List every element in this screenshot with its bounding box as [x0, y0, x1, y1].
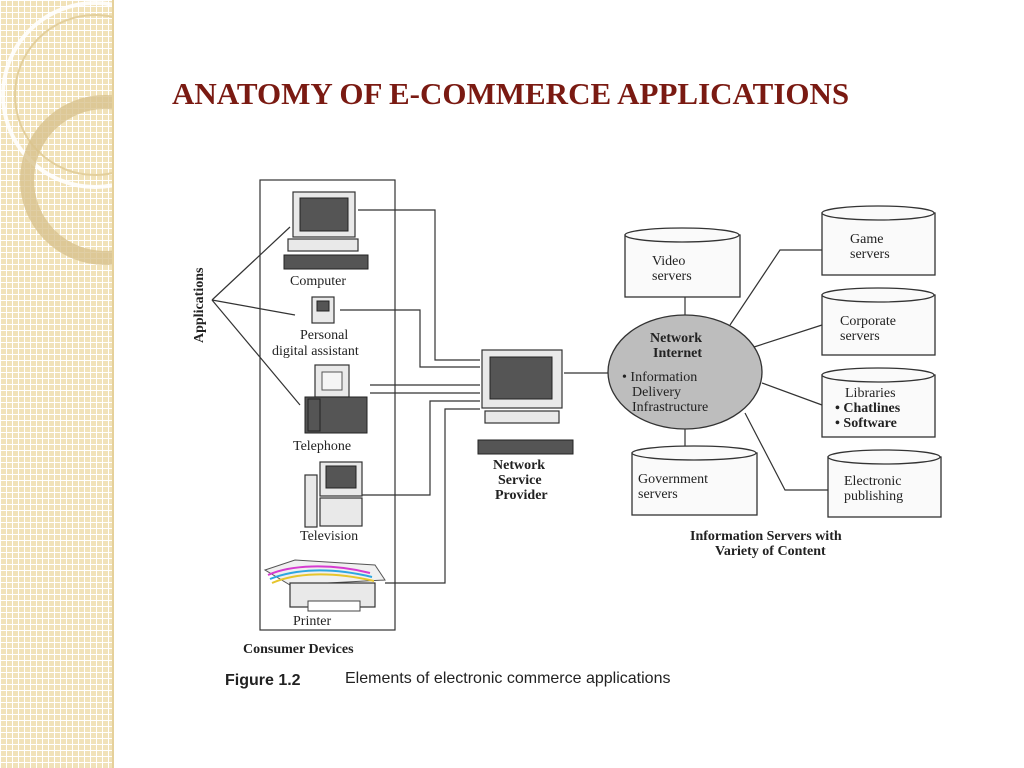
decorative-side-panel [0, 0, 114, 768]
corporate-servers-node: Corporate servers [821, 287, 936, 356]
network-label-line2: Internet [653, 346, 702, 361]
printer-icon [263, 559, 386, 612]
libraries-node: Libraries • Chatlines • Software [821, 367, 936, 438]
consumer-devices-label: Consumer Devices [243, 642, 354, 657]
computer-label: Computer [290, 274, 346, 289]
consumer-devices-enclosure [259, 179, 396, 631]
svg-text:Libraries: Libraries [845, 386, 896, 401]
government-servers-node: Government servers [631, 445, 758, 516]
slide-title: ANATOMY OF E-COMMERCE APPLICATIONS [172, 76, 850, 111]
information-servers-label-line2: Variety of Content [715, 544, 826, 559]
svg-text:servers: servers [652, 269, 692, 284]
figure-number: Figure 1.2 [225, 672, 301, 689]
network-label-line3: • Information [622, 370, 697, 385]
telephone-label: Telephone [293, 439, 351, 454]
svg-text:Corporate: Corporate [840, 314, 896, 329]
information-servers-label-line1: Information Servers with [690, 529, 842, 544]
svg-text:• Software: • Software [835, 416, 897, 431]
device-links [340, 209, 480, 584]
television-label: Television [300, 529, 358, 544]
provider-label-line3: Provider [495, 488, 548, 503]
svg-text:Electronic: Electronic [844, 474, 902, 489]
svg-text:servers: servers [840, 329, 880, 344]
network-service-provider-icon [477, 349, 574, 455]
ecommerce-diagram: Applications Computer Personal digital a… [180, 165, 960, 700]
provider-label-line1: Network [493, 458, 545, 473]
computer-icon [283, 191, 369, 270]
svg-text:servers: servers [850, 247, 890, 262]
figure-caption: Elements of electronic commerce applicat… [345, 670, 670, 687]
game-servers-node: Game servers [821, 205, 936, 276]
svg-text:Game: Game [850, 232, 883, 247]
electronic-publishing-node: Electronic publishing [827, 449, 942, 518]
telephone-icon [304, 364, 368, 434]
video-servers-node: Video servers [624, 227, 741, 298]
svg-text:servers: servers [638, 487, 678, 502]
svg-text:Government: Government [638, 472, 708, 487]
server-links [684, 249, 828, 491]
network-label-line4: Delivery [632, 385, 681, 400]
network-label-line5: Infrastructure [632, 400, 708, 415]
svg-text:Video: Video [652, 254, 685, 269]
pda-icon [311, 296, 335, 324]
application-links [211, 226, 301, 406]
provider-label-line2: Service [498, 473, 542, 488]
network-label-line1: Network [650, 331, 702, 346]
pda-label-line2: digital assistant [272, 344, 359, 359]
decorative-rings [1, 1, 112, 265]
svg-text:publishing: publishing [844, 489, 903, 504]
svg-text:• Chatlines: • Chatlines [835, 401, 901, 416]
television-icon [304, 461, 363, 528]
printer-label: Printer [293, 614, 331, 629]
pda-label-line1: Personal [300, 328, 348, 343]
applications-label: Applications [192, 267, 207, 343]
